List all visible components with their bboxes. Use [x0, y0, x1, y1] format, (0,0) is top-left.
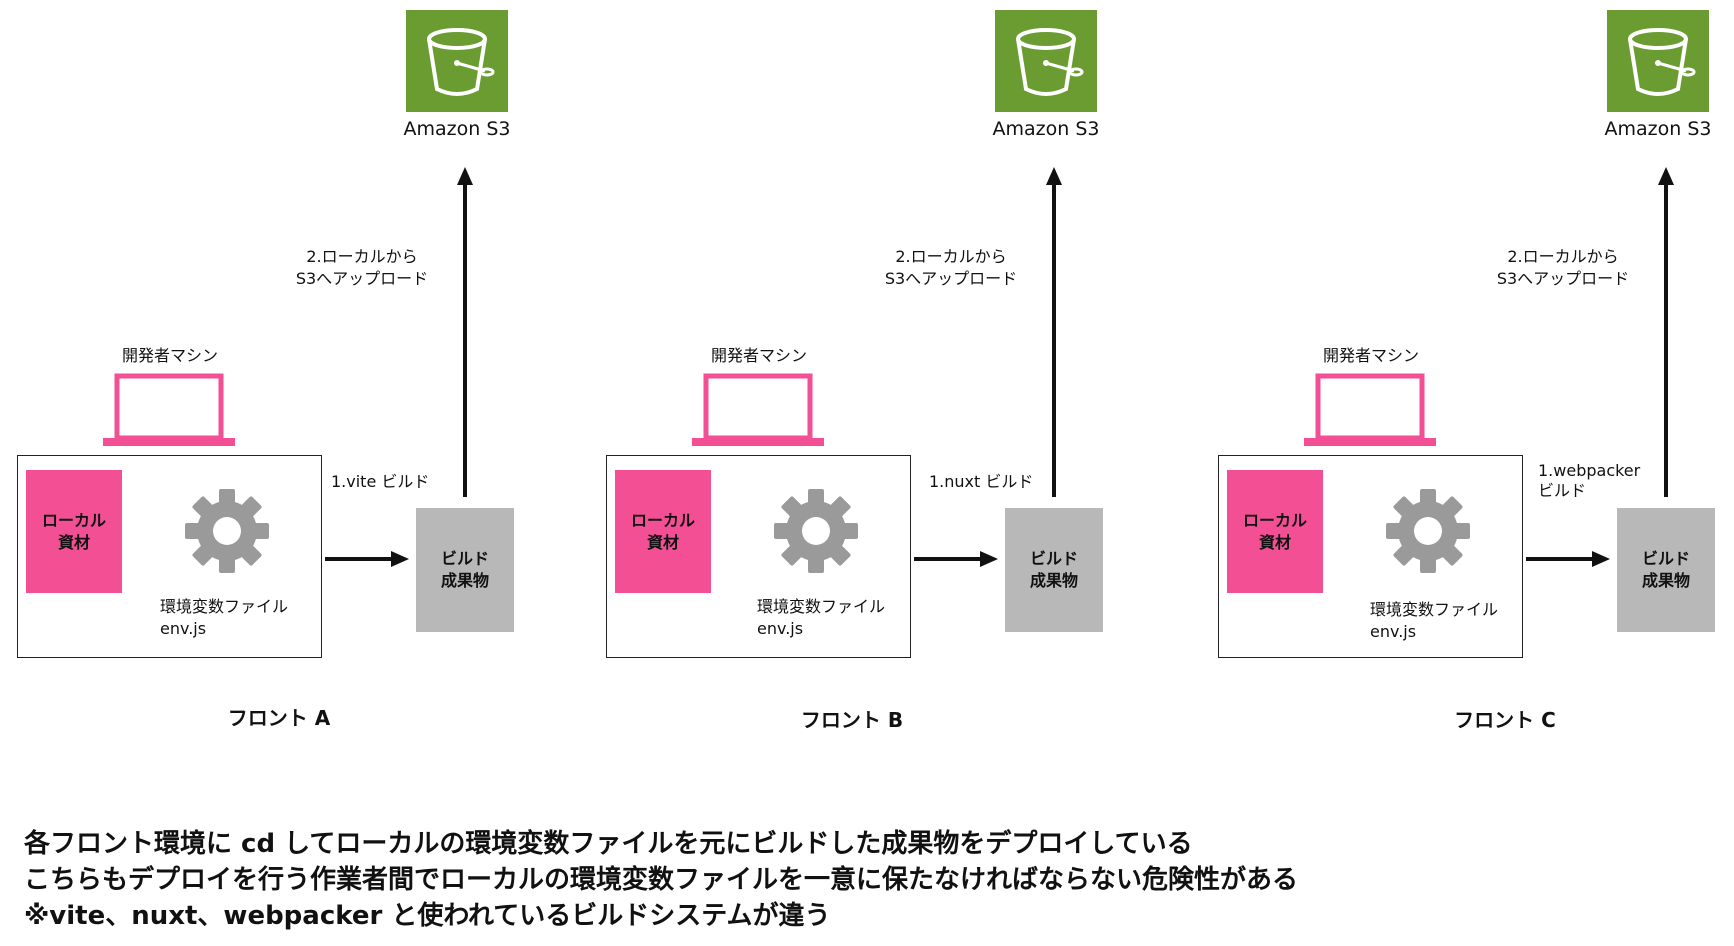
laptop-icon: [1304, 372, 1436, 448]
artifact-line1: ビルド: [440, 549, 489, 568]
s3-bucket-icon: [406, 10, 508, 112]
build-artifact: ビルド 成果物: [1005, 508, 1103, 632]
env-file-label: 環境変数ファイル env.js: [160, 596, 288, 640]
local-assets-line1: ローカル: [630, 510, 695, 530]
developer-machine-label: 開発者マシン: [710, 346, 807, 365]
env-file-label: 環境変数ファイル env.js: [1370, 599, 1498, 643]
arrow-right-icon: [325, 551, 409, 567]
developer-machine-label: 開発者マシン: [121, 346, 218, 365]
local-assets-line1: ローカル: [41, 510, 106, 530]
build-step-line2: ビルド: [1538, 481, 1587, 500]
build-artifact: ビルド 成果物: [416, 508, 514, 632]
env-file-line1: 環境変数ファイル: [1370, 600, 1499, 619]
upload-label-line2: S3へアップロード: [295, 269, 429, 288]
build-step-line1: 1.webpacker: [1538, 461, 1641, 480]
upload-label-line2: S3へアップロード: [1496, 269, 1630, 288]
artifact-line2: 成果物: [1641, 571, 1690, 590]
arrow-up-icon: [1046, 167, 1062, 497]
artifact-line1: ビルド: [1641, 549, 1690, 568]
s3-bucket-icon: [1607, 10, 1709, 112]
laptop-icon: [103, 372, 235, 448]
local-assets-line2: 資材: [1258, 532, 1291, 552]
env-file-line1: 環境変数ファイル: [160, 597, 289, 616]
build-step-label: 1.webpacker ビルド: [1538, 461, 1640, 501]
build-step-label: 1.vite ビルド: [331, 472, 429, 492]
note-line-3: ※vite、nuxt、webpacker と使われているビルドシステムが違う: [24, 901, 831, 931]
env-file-label: 環境変数ファイル env.js: [757, 596, 885, 640]
local-assets-line1: ローカル: [1242, 510, 1307, 530]
local-assets: ローカル 資材: [1227, 470, 1323, 593]
front-label: フロント C: [1454, 708, 1556, 732]
build-arrow: [914, 550, 998, 568]
build-arrow: [1526, 550, 1610, 568]
s3-bucket-icon: [995, 10, 1097, 112]
env-file-line1: 環境変数ファイル: [757, 597, 886, 616]
upload-label: 2.ローカルから S3へアップロード: [272, 246, 452, 290]
notes: 各フロント環境に cd してローカルの環境変数ファイルを元にビルドした成果物をデ…: [24, 826, 1298, 934]
build-step-line1: 1.vite ビルド: [331, 472, 430, 491]
bucket-icon: [1016, 28, 1084, 96]
upload-label-line1: 2.ローカルから: [306, 247, 418, 266]
note-line-1: 各フロント環境に cd してローカルの環境変数ファイルを元にビルドした成果物をデ…: [24, 829, 1193, 859]
s3-label: Amazon S3: [403, 118, 511, 140]
upload-label: 2.ローカルから S3へアップロード: [861, 246, 1041, 290]
s3-label: Amazon S3: [992, 118, 1100, 140]
gear-icon: [772, 487, 860, 575]
upload-label-line1: 2.ローカルから: [895, 247, 1007, 266]
build-arrow: [325, 550, 409, 568]
local-assets: ローカル 資材: [615, 470, 711, 593]
arrow-up-icon: [457, 167, 473, 497]
local-assets: ローカル 資材: [26, 470, 122, 593]
local-assets-line2: 資材: [646, 532, 679, 552]
upload-label-line2: S3へアップロード: [884, 269, 1018, 288]
build-step-label: 1.nuxt ビルド: [929, 472, 1033, 492]
developer-machine-label: 開発者マシン: [1322, 346, 1419, 365]
build-artifact: ビルド 成果物: [1617, 508, 1715, 632]
bucket-icon: [1628, 28, 1696, 96]
upload-arrow: [1657, 167, 1675, 497]
env-file-line2: env.js: [757, 619, 804, 638]
front-label: フロント A: [227, 706, 331, 730]
artifact-line1: ビルド: [1029, 549, 1078, 568]
note-line-2: こちらもデプロイを行う作業者間でローカルの環境変数ファイルを一意に保たなければな…: [24, 865, 1299, 895]
env-file-line2: env.js: [160, 619, 207, 638]
upload-label: 2.ローカルから S3へアップロード: [1473, 246, 1653, 290]
upload-label-line1: 2.ローカルから: [1507, 247, 1619, 266]
local-assets-line2: 資材: [57, 532, 90, 552]
upload-arrow: [456, 167, 474, 497]
build-step-line1: 1.nuxt ビルド: [929, 472, 1034, 491]
laptop-icon: [692, 372, 824, 448]
artifact-line2: 成果物: [440, 571, 489, 590]
arrow-right-icon: [1526, 551, 1610, 567]
upload-arrow: [1045, 167, 1063, 497]
s3-label: Amazon S3: [1604, 118, 1712, 140]
front-label: フロント B: [800, 708, 904, 732]
bucket-icon: [427, 28, 495, 96]
artifact-line2: 成果物: [1029, 571, 1078, 590]
gear-icon: [183, 487, 271, 575]
gear-icon: [1384, 487, 1472, 575]
arrow-up-icon: [1658, 167, 1674, 497]
arrow-right-icon: [914, 551, 998, 567]
env-file-line2: env.js: [1370, 622, 1417, 641]
